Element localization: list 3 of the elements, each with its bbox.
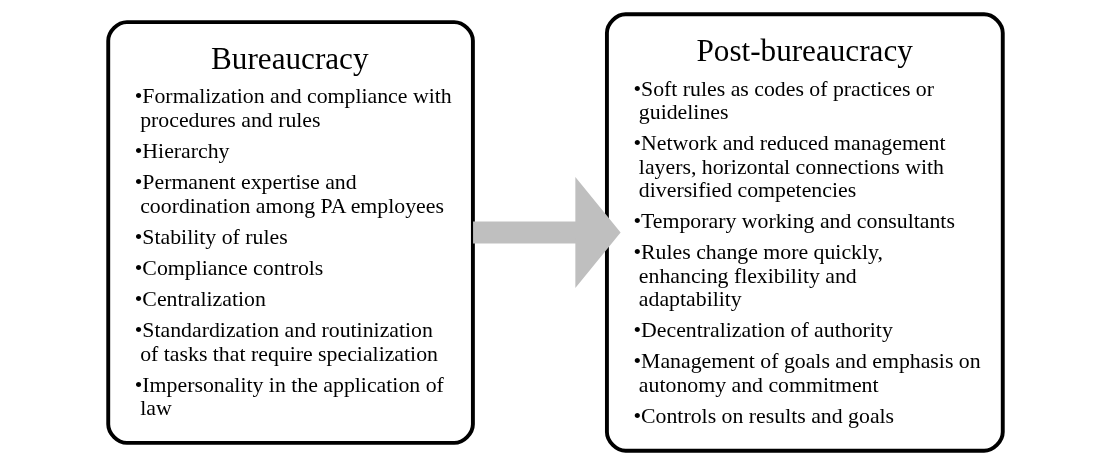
arrow <box>472 177 621 288</box>
node-box: Bureaucracy •Formalization and compliance with procedures and rules •Hierarchy •Permanent expertise and coordination among PA employees •Stability of rules •Compliance controls •Centralization •Standardization and routinization of tasks that require specialization •Impersonality in the application of law <box>105 20 475 445</box>
node-box: Post-bureaucracy •Soft rules as codes of practices or guidelines •Network and reduced management layers, horizontal connections with diversified competencies •Temporary working and consultants •Rules change more quickly, enhancing flexibility and adaptability •Decentralization of authority •Management of goals and emphasis on autonomy and commitment •Controls on results and goals <box>604 12 1005 453</box>
